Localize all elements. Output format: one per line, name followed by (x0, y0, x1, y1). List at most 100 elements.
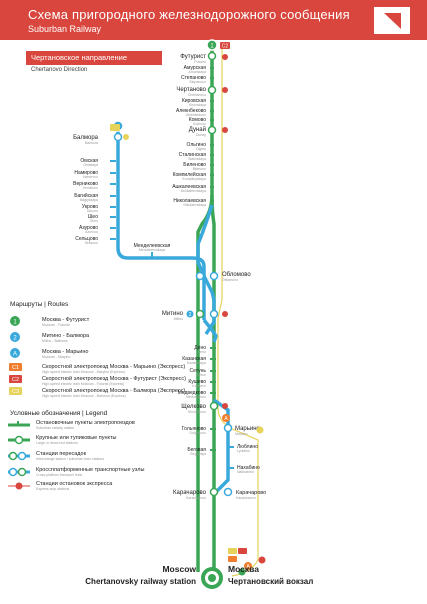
route-1-ru: Москва - Футурист (42, 317, 90, 323)
express-stop-maryino (256, 426, 264, 434)
terminal-ru-1: Москва (228, 564, 259, 574)
station-nakhabino[interactable] (228, 467, 234, 469)
station-karacharovo[interactable] (209, 487, 219, 497)
label-alekhovo: Алекнбеково (176, 108, 206, 114)
station-dunay[interactable] (207, 125, 217, 135)
svg-text:C1: C1 (12, 365, 19, 371)
station-maryino[interactable] (223, 423, 233, 433)
route-item-c1: C1 Скоростной электропоезд Москва - Марь… (9, 363, 185, 374)
route-item-a: A Москва - Марьино Moscow - Maryino (10, 348, 88, 359)
terminal-en-2: Chertanovsky railway station (85, 577, 196, 586)
label-nakhabino: Нахабино (237, 465, 260, 471)
label-kazanskaya: Казанская (182, 356, 206, 362)
station-mitino-b[interactable] (209, 309, 219, 319)
route-item-2: 2 Митино - Балмора Mitino - Balmora (10, 332, 90, 343)
green-main-line-right (210, 194, 216, 572)
route-c2-ru: Скоростной электропоезд Москва - Футурис… (42, 375, 186, 382)
logo-arrow-icon (384, 13, 401, 29)
label-mendeleevskaya-en: Mendeleevskaya (139, 248, 165, 252)
stations-blue: Омская Omskaya Намирово Namirovo Вернико… (73, 158, 171, 258)
top-terminal-circle[interactable] (206, 39, 218, 51)
header-bar: Схема пригородного железнодорожного сооб… (0, 0, 427, 40)
svg-text:A: A (13, 352, 17, 358)
blue-line-mitino (202, 318, 218, 343)
label-deno: Дено (194, 345, 206, 351)
label-seltsovo-en: Seltsovo (85, 241, 98, 245)
route-item-c3: C3 Скоростной электропоезд Москва - Балм… (9, 387, 185, 398)
svg-text:Станции остановок экспресса: Станции остановок экспресса (36, 481, 113, 487)
blue-line-maryino (212, 398, 230, 496)
terminal-en-1: Moscow (162, 564, 196, 574)
label-medvedkovo: Медведково (178, 390, 207, 396)
badge-express-term (258, 556, 266, 564)
legend-heading: Условные обозначения | Legend (10, 409, 108, 417)
svg-text:Cross-platform transport hubs: Cross-platform transport hubs (36, 473, 83, 477)
label-dunay: Дунай (189, 126, 206, 133)
label-golyanovo: Гольяново (182, 426, 206, 432)
label-karacharovo-b: Карачарово (236, 490, 266, 496)
label-chertanovo: Чертаново (176, 87, 206, 93)
label-namirovo-en: Namirovo (83, 175, 98, 179)
station-golyanovo[interactable] (210, 428, 216, 430)
route-2-ru: Митино - Балмора (42, 333, 90, 339)
direction-label: Чертановское направление (26, 51, 162, 65)
label-mendeleevskaya: Менделеевская (134, 243, 171, 249)
station-mitino-a[interactable] (195, 309, 205, 319)
svg-text:Станции пересадок: Станции пересадок (36, 451, 87, 457)
svg-text:Кроссплатформенные транспортны: Кроссплатформенные транспортные узлы (36, 467, 144, 473)
stations-top: Амурская Amurskaya Степаново Stepanovo (181, 65, 214, 84)
station-oblomovo-b[interactable] (209, 271, 219, 281)
express-stop-shchelkovo (222, 403, 228, 409)
legend-item-interchange: Станции пересадок Interchange station / … (8, 451, 104, 461)
svg-text:Крупные или тупиковые пункты: Крупные или тупиковые пункты (36, 435, 117, 441)
station-shchelkovo[interactable] (209, 401, 219, 411)
label-deno-en: Deno (198, 350, 206, 354)
stations-lower: Дено Deno Казанская Kazanskaya Сетунь Se… (178, 345, 216, 399)
station-futurist[interactable] (207, 51, 217, 61)
route-c3-ru: Скоростной электропоезд Москва - Балмора… (42, 387, 185, 394)
express-stop-balmora (123, 134, 129, 140)
label-setun-en: Setun (197, 373, 206, 377)
label-dunay-en: Dunay (196, 133, 206, 137)
station-lyublino[interactable] (228, 446, 234, 448)
terminal-station-core (208, 574, 216, 582)
label-bagiyskaya: Багийская (74, 192, 98, 199)
label-omskaya: Омская (80, 158, 98, 164)
badge-route-2-mitino (185, 309, 195, 319)
label-sheo: Шео (88, 214, 98, 220)
direction-label-en: Chertanovo Direction (31, 67, 88, 73)
legend-item-stop: Остановочные пункты электропоездов Subur… (8, 420, 135, 430)
label-vernikovo: Верниково (73, 181, 98, 187)
station-oblomovo-a[interactable] (195, 271, 205, 281)
label-oblomovo: Обломово (222, 272, 251, 278)
label-azurovo: Азурово (79, 225, 98, 231)
station-karacharovo-b[interactable] (223, 487, 233, 497)
label-kompileyskaya: Компилейская (173, 171, 207, 178)
svg-text:Suburban railway station: Suburban railway station (36, 426, 74, 430)
label-chertanovo-en: Chertanovo (188, 93, 206, 97)
label-ukrovo-en: Ukrovo (87, 209, 98, 213)
route-1-en: Moscow - Futurist (42, 323, 70, 327)
badge-c3 (110, 124, 120, 131)
terminal-ru-2: Чертановский вокзал (228, 577, 313, 586)
label-azurovo-en: Azurovo (85, 230, 98, 234)
blue-line-balmora (116, 126, 206, 320)
svg-text:Остановочные пункты электропое: Остановочные пункты электропоездов (36, 420, 135, 426)
route-a-en: Moscow - Maryino (42, 355, 70, 359)
badge-a-term-text: A (246, 564, 250, 570)
station-chertanovo[interactable] (207, 85, 217, 95)
express-stop-mitino (222, 311, 228, 317)
label-begovaya-en: Begovaya (190, 452, 206, 456)
label-sheo-en: Sheo (90, 219, 98, 223)
label-komovo: Комово (189, 117, 207, 123)
label-futurist-en: Futurist (194, 60, 206, 64)
label-karacharovo: Карачарово (173, 490, 207, 496)
label-alekhovo-en: Alekhbekovo (186, 113, 206, 117)
badge-c2-top-text: C2 (222, 44, 229, 50)
station-balmora[interactable] (113, 132, 123, 142)
label-golyanovo-en: Golyanovo (189, 431, 206, 435)
express-stop-dunay (222, 127, 228, 133)
page-subtitle: Suburban Railway (28, 24, 102, 34)
station-begovaya[interactable] (210, 449, 216, 451)
